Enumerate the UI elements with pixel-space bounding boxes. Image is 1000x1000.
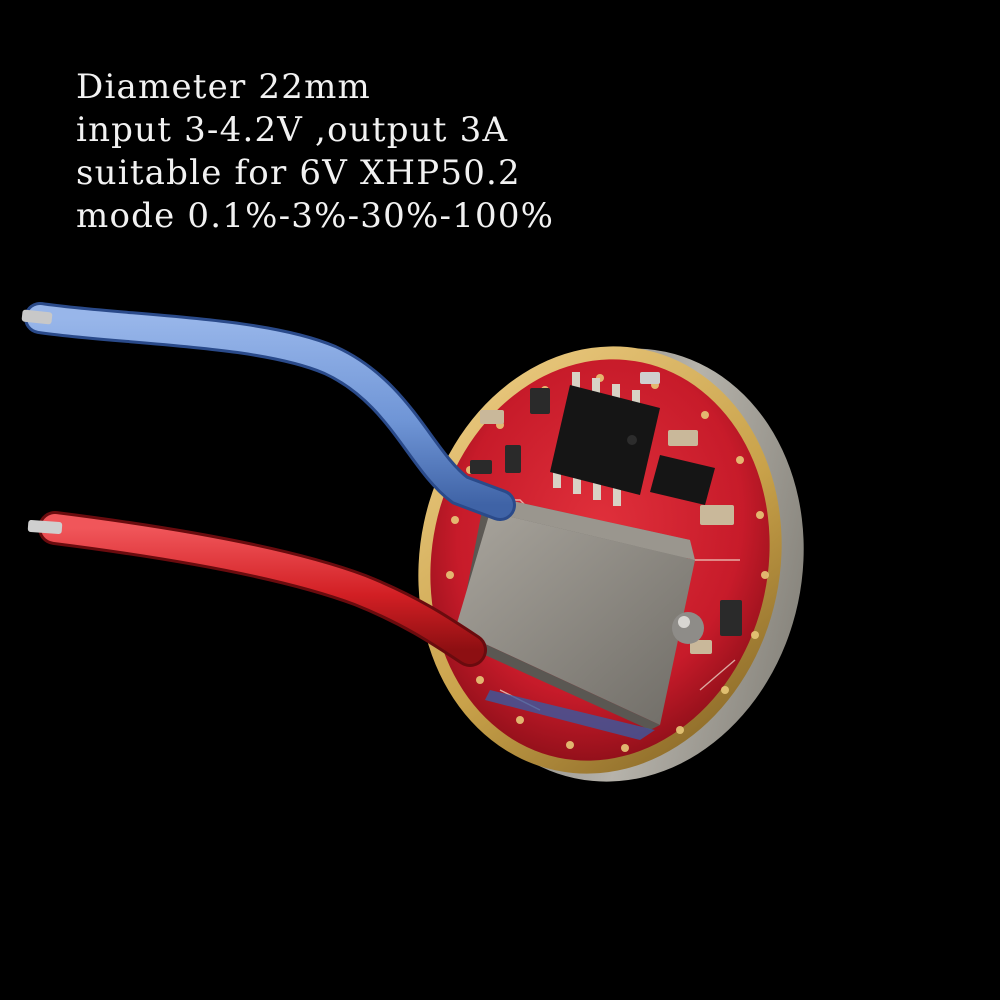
spec-diameter: Diameter 22mm [76,67,371,107]
driver-chip [550,372,660,506]
transistor [650,455,715,505]
blue-wire [21,302,516,521]
inductor [452,495,704,740]
spec-caption: Diameter 22mm input 3-4.2V ,output 3A su… [76,66,696,238]
spec-suitable-led: suitable for 6V XHP50.2 [76,153,521,193]
red-wire [27,511,487,667]
spec-input-output: input 3-4.2V ,output 3A [76,110,509,150]
spec-modes: mode 0.1%-3%-30%-100% [76,196,555,236]
